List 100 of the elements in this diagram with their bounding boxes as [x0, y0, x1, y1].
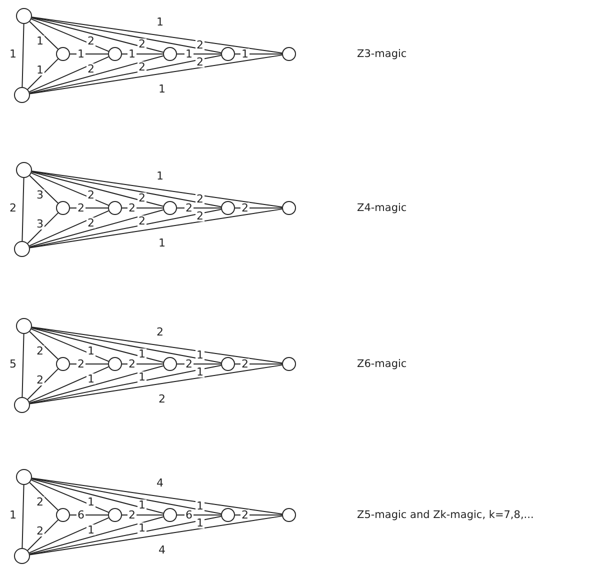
graph-edge — [29, 209, 164, 248]
graph-edge — [22, 334, 24, 398]
graph-edge — [29, 54, 222, 94]
edge-label: 1 — [36, 64, 44, 76]
vertex-circle — [282, 201, 296, 215]
edge-label: 1 — [8, 510, 18, 520]
edge-label: 2 — [76, 202, 86, 214]
vertex-circle — [163, 47, 177, 61]
edge-label: 1 — [138, 500, 146, 510]
edge-label: 2 — [128, 202, 136, 214]
graph-edge — [30, 480, 110, 513]
graph-edge — [30, 172, 110, 206]
vertex-circle — [108, 357, 122, 371]
vertex-circle — [163, 508, 177, 522]
graph-edge — [234, 514, 282, 516]
vertex-circle — [16, 162, 32, 178]
edge-label: 1 — [156, 16, 164, 28]
vertex-circle — [282, 508, 296, 522]
edge-label: 1 — [86, 346, 96, 356]
graph-edge — [29, 175, 58, 204]
edge-label: 4 — [156, 478, 164, 488]
graph-edge — [27, 58, 59, 90]
graph-edge — [22, 484, 24, 548]
graph-edge — [29, 208, 283, 248]
graph-edge — [28, 56, 110, 92]
graph-edge — [31, 326, 283, 364]
edge-label: 1 — [196, 366, 204, 378]
edge-label: 2 — [128, 510, 136, 520]
edge-label: 2 — [128, 358, 136, 370]
graph-edge — [31, 16, 222, 54]
vertex-circle — [221, 357, 235, 371]
graph-edge — [31, 172, 164, 207]
graph-edge — [31, 478, 222, 514]
graph-edge — [31, 478, 283, 514]
graph-edge — [30, 328, 110, 362]
edge-label: 1 — [128, 48, 136, 60]
edge-label: 5 — [8, 358, 18, 370]
graph-edge — [29, 364, 283, 404]
edge-label: 6 — [184, 510, 194, 520]
edge-label: 2 — [196, 210, 204, 222]
graph-edge — [27, 368, 59, 400]
edge-label: 1 — [138, 372, 146, 382]
graph-edge — [29, 364, 222, 404]
edge-label: 2 — [184, 358, 194, 370]
edge-label: 6 — [76, 510, 86, 520]
vertex-circle — [163, 357, 177, 371]
vertex-circle — [14, 87, 30, 103]
edge-label: 1 — [76, 48, 86, 60]
graph-edge — [22, 24, 24, 88]
edge-label: 2 — [158, 394, 166, 404]
graph-edge — [31, 326, 222, 364]
edge-label: 2 — [36, 496, 44, 508]
edge-label: 1 — [158, 238, 166, 248]
graph-edge — [31, 16, 283, 54]
edge-label: 4 — [158, 544, 166, 556]
edge-label: 1 — [36, 36, 44, 46]
vertex-circle — [221, 201, 235, 215]
edge-label: 2 — [196, 56, 204, 68]
graph-edge — [31, 170, 222, 208]
graph-edge — [30, 18, 110, 52]
graph-edge — [22, 178, 24, 242]
vertex-circle — [16, 469, 32, 485]
edge-label: 2 — [138, 216, 146, 226]
vertex-circle — [108, 201, 122, 215]
vertex-circle — [163, 201, 177, 215]
edge-label: 2 — [86, 36, 96, 46]
graph-caption: Z5-magic and Zk-magic, k=7,8,... — [357, 509, 534, 521]
graph-edge — [27, 212, 59, 244]
graph-edge — [29, 365, 164, 404]
vertex-circle — [108, 47, 122, 61]
vertex-circle — [56, 201, 70, 215]
graph-edge — [28, 366, 110, 402]
edge-label: 1 — [196, 518, 204, 528]
graph-edge — [176, 514, 222, 516]
vertex-circle — [56, 508, 70, 522]
edge-label: 2 — [86, 218, 96, 228]
edge-label: 1 — [86, 374, 96, 384]
edge-label: 3 — [36, 190, 44, 200]
edge-label: 1 — [138, 348, 146, 360]
vertex-circle — [56, 47, 70, 61]
vertex-circle — [108, 508, 122, 522]
edge-label: 1 — [196, 350, 204, 360]
graph-edge — [29, 516, 222, 555]
vertex-circle — [14, 548, 30, 564]
edge-label: 2 — [8, 202, 18, 214]
edge-label: 2 — [138, 38, 146, 50]
edge-label: 2 — [36, 374, 44, 386]
edge-label: 2 — [240, 510, 250, 520]
edge-label: 2 — [36, 346, 44, 356]
graph-edge — [29, 208, 222, 248]
edge-label: 1 — [184, 48, 194, 60]
graph-edge — [29, 331, 58, 360]
graph-edge — [28, 210, 110, 246]
vertex-circle — [221, 508, 235, 522]
vertex-circle — [282, 47, 296, 61]
graph-edge — [31, 478, 164, 514]
graph-edge — [27, 519, 59, 551]
graph-edge — [31, 18, 164, 53]
edge-label: 2 — [86, 190, 96, 200]
edge-label: 3 — [36, 218, 44, 230]
